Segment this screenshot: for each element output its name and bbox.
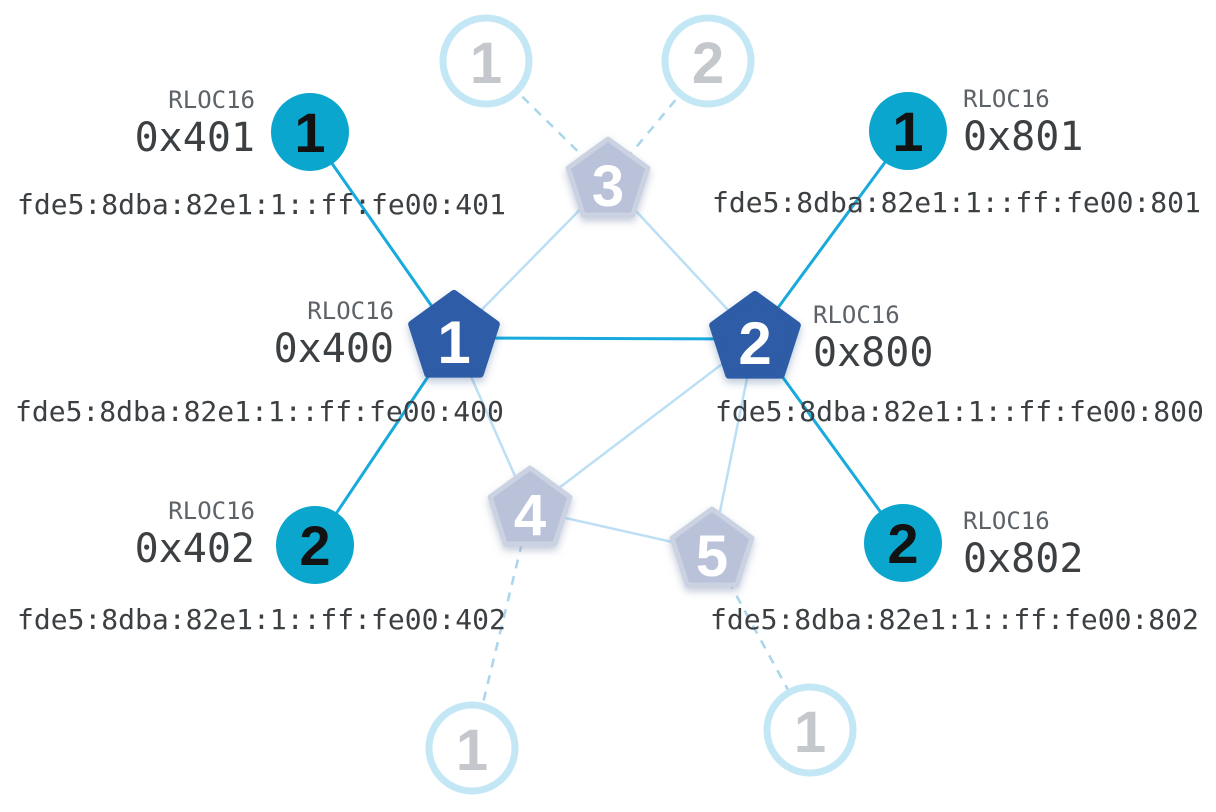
rloc16-caption: RLOC16 (307, 297, 394, 325)
child-402-node[interactable]: 2 (276, 506, 354, 584)
ghost-child-circle[interactable] (763, 683, 857, 777)
router-number: 3 (592, 154, 624, 219)
child-circle-active[interactable] (869, 92, 947, 170)
child-circle-active[interactable] (864, 504, 942, 582)
child-401-node[interactable]: 1 (271, 93, 349, 171)
rloc16-caption: RLOC16 (168, 86, 255, 114)
ghost-child-bottom-left[interactable]: 1 (425, 701, 519, 795)
link-child801-router2 (753, 130, 910, 340)
rloc16-value: 0x802 (963, 536, 1084, 582)
child-801-node[interactable]: 1 (869, 92, 947, 170)
router-pentagon-inactive[interactable] (487, 465, 573, 547)
router-1-rloc-block: RLOC16 0x400 (274, 298, 394, 372)
child-802-node[interactable]: 2 (864, 504, 942, 582)
ghost-child-number: 1 (456, 718, 488, 783)
child-802-ipv6: fde5:8dba:82e1:1::ff:fe00:802 (710, 603, 1199, 636)
link-router2-router4 (529, 338, 756, 511)
router-pentagon-active[interactable] (408, 290, 500, 378)
ghost-child-number: 1 (794, 700, 826, 765)
child-circle-active[interactable] (271, 93, 349, 171)
router-2-ipv6: fde5:8dba:82e1:1::ff:fe00:800 (715, 395, 1204, 428)
rloc16-value: 0x400 (273, 326, 394, 372)
router-number: 5 (696, 524, 728, 589)
router-pentagon-inactive[interactable] (669, 506, 755, 588)
router-pentagon-inactive[interactable] (565, 136, 651, 218)
rloc16-caption: RLOC16 (813, 301, 900, 329)
child-402-ipv6: fde5:8dba:82e1:1::ff:fe00:402 (17, 603, 506, 636)
rloc16-caption: RLOC16 (963, 507, 1050, 535)
router-2-rloc-block: RLOC16 0x800 (813, 302, 933, 376)
child-circle-active[interactable] (276, 506, 354, 584)
rloc16-value: 0x402 (134, 526, 255, 572)
router-3-node[interactable]: 3 (565, 136, 651, 219)
rloc16-caption: RLOC16 (168, 497, 255, 525)
ghost-child-circle[interactable] (425, 701, 519, 795)
ghost-child-circle[interactable] (661, 14, 755, 108)
rloc16-value: 0x401 (134, 115, 255, 161)
child-802-rloc-block: RLOC16 0x802 (963, 508, 1083, 582)
child-number: 1 (294, 101, 325, 164)
rloc16-value: 0x801 (963, 114, 1084, 160)
router-1-node[interactable]: 1 (408, 290, 500, 378)
ghost-child-circle[interactable] (439, 14, 533, 108)
ghost-child-number: 1 (470, 31, 502, 96)
ghost-child-bottom-right[interactable]: 1 (763, 683, 857, 777)
router-1-ipv6: fde5:8dba:82e1:1::ff:fe00:400 (15, 395, 504, 428)
router-number: 4 (514, 483, 546, 548)
router-4-node[interactable]: 4 (487, 465, 573, 548)
child-401-ipv6: fde5:8dba:82e1:1::ff:fe00:401 (17, 188, 506, 221)
child-number: 2 (299, 514, 330, 577)
child-401-rloc-block: RLOC16 0x401 (135, 87, 255, 161)
rloc16-value: 0x800 (813, 330, 934, 376)
rloc16-caption: RLOC16 (963, 85, 1050, 113)
child-number: 2 (887, 512, 918, 575)
child-number: 1 (892, 100, 923, 163)
router-pentagon-active[interactable] (709, 291, 801, 379)
child-801-ipv6: fde5:8dba:82e1:1::ff:fe00:801 (712, 186, 1201, 219)
child-801-rloc-block: RLOC16 0x801 (963, 86, 1083, 160)
ghost-child-number: 2 (692, 31, 724, 96)
link-router1-router2 (453, 336, 756, 341)
ghost-child-top-2[interactable]: 2 (661, 14, 755, 108)
router-5-node[interactable]: 5 (669, 506, 755, 589)
child-402-rloc-block: RLOC16 0x402 (135, 498, 255, 572)
ghost-child-top-1[interactable]: 1 (439, 14, 533, 108)
router-number: 2 (738, 310, 771, 377)
router-number: 1 (437, 309, 470, 376)
router-2-node[interactable]: 2 (709, 291, 801, 379)
link-child401-router1 (308, 131, 456, 339)
